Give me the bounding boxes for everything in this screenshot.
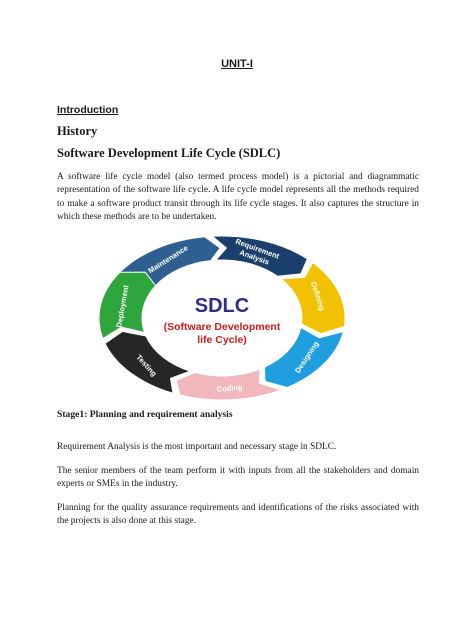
cycle-segment-testing bbox=[104, 330, 192, 394]
paragraph-senior-members: The senior members of the team perform i… bbox=[57, 466, 419, 490]
introduction-heading: Introduction bbox=[57, 104, 119, 116]
history-heading: History bbox=[57, 124, 98, 138]
cycle-segment-requirement bbox=[211, 235, 308, 277]
stage1-heading: Stage1: Planning and requirement analysi… bbox=[57, 409, 233, 420]
paragraph-requirement-analysis: Requirement Analysis is the most importa… bbox=[57, 442, 337, 452]
cycle-segment-defining bbox=[279, 261, 346, 335]
sdlc-heading: Software Development Life Cycle (SDLC) bbox=[57, 146, 281, 160]
center-subtitle-line1: (Software Development bbox=[164, 321, 281, 333]
unit-title: UNIT-I bbox=[221, 58, 253, 70]
segment-label-coding: Coding bbox=[216, 383, 243, 394]
paragraph-planning: Planning for the quality assurance requi… bbox=[57, 503, 419, 527]
cycle-segment-deployment bbox=[98, 271, 157, 340]
sdlc-cycle-diagram: SDLC (Software Development life Cycle) M… bbox=[98, 235, 346, 401]
cycle-segment-maintenance bbox=[118, 236, 221, 287]
intro-paragraph: A software life cycle model (also termed… bbox=[57, 172, 419, 223]
cycle-segment-designing bbox=[263, 326, 345, 389]
center-subtitle-line2: life Cycle) bbox=[197, 334, 247, 346]
center-circle bbox=[146, 262, 298, 374]
cycle-segment-coding bbox=[175, 368, 283, 401]
center-title: SDLC bbox=[195, 295, 249, 317]
